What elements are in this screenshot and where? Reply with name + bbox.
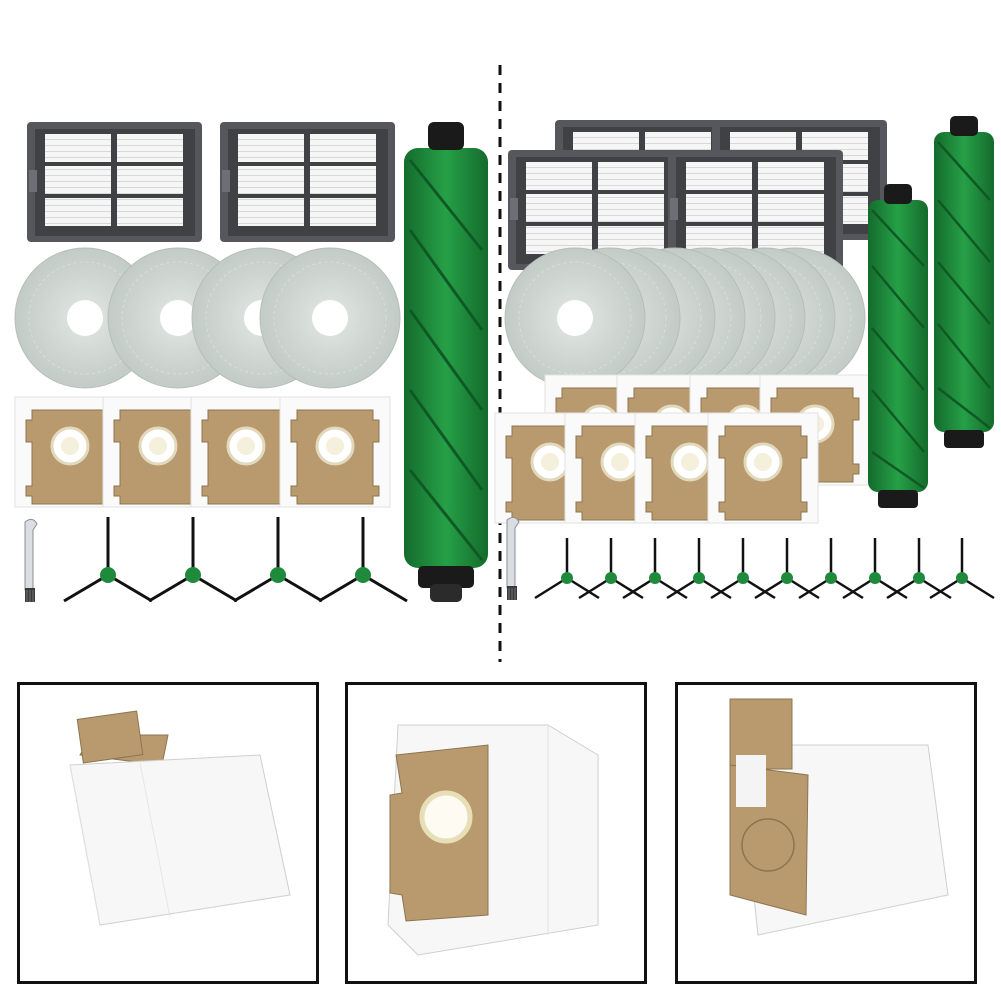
side-brush — [841, 536, 909, 600]
side-brush — [885, 536, 953, 600]
side-brush — [62, 515, 154, 603]
side-brush — [621, 536, 689, 600]
side-brush — [232, 515, 324, 603]
side-brush — [797, 536, 865, 600]
side-brush — [147, 515, 239, 603]
mop-pad — [259, 247, 401, 389]
detail-panel-bag-front — [345, 682, 647, 984]
cleaning-tool — [506, 516, 520, 601]
side-brush — [533, 536, 601, 600]
side-brush — [577, 536, 645, 600]
hepa-filter — [27, 122, 202, 242]
side-brush — [317, 515, 409, 603]
roller-brush — [404, 122, 488, 602]
side-brush — [709, 536, 777, 600]
side-brush — [753, 536, 821, 600]
side-brush — [928, 536, 996, 600]
hepa-filter — [220, 122, 395, 242]
mop-pad — [504, 247, 646, 389]
detail-panel-bag-back — [17, 682, 319, 984]
right-kit — [493, 116, 996, 601]
roller-brush — [868, 184, 928, 508]
cleaning-tool — [24, 518, 38, 603]
dust-bag — [278, 395, 392, 509]
side-brush — [665, 536, 733, 600]
detail-panel-bag-side — [675, 682, 977, 984]
roller-brush — [934, 116, 994, 448]
left-kit — [13, 122, 488, 603]
dust-bag — [706, 411, 820, 525]
